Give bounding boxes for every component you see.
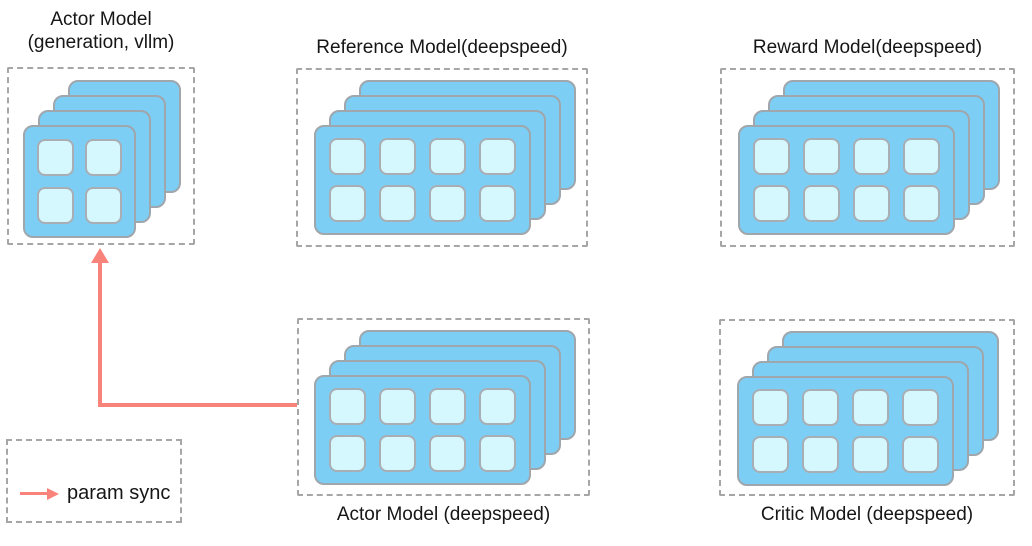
reference-model-title: Reference Model(deepspeed) bbox=[316, 37, 568, 58]
gpu-cell bbox=[753, 185, 790, 222]
gpu-cell bbox=[803, 185, 840, 222]
gpu-cell bbox=[329, 138, 366, 175]
gpu-cell bbox=[85, 139, 122, 176]
reward-gpu-stack bbox=[738, 80, 1000, 235]
gpu-cell bbox=[85, 187, 122, 224]
gpu-cell bbox=[479, 138, 516, 175]
legend-label: param sync bbox=[67, 482, 171, 504]
actor-vllm-title-line2: (generation, vllm) bbox=[27, 32, 175, 53]
actor-vllm-title: Actor Model (generation, vllm) bbox=[0, 8, 202, 54]
gpu-cell bbox=[379, 388, 416, 425]
gpu-cell bbox=[752, 436, 789, 473]
actor-deepspeed-box bbox=[297, 318, 590, 496]
actor-deepspeed-gpu-stack bbox=[314, 330, 576, 485]
gpu-cell bbox=[753, 138, 790, 175]
critic-gpu-stack bbox=[737, 331, 999, 486]
gpu-cell bbox=[479, 435, 516, 472]
gpu-cell bbox=[852, 436, 889, 473]
actor-vllm-box bbox=[7, 67, 195, 245]
gpu-cell bbox=[429, 388, 466, 425]
critic-model-box bbox=[719, 319, 1015, 496]
gpu-sheet-front bbox=[23, 125, 136, 238]
gpu-cell bbox=[429, 185, 466, 222]
gpu-cell bbox=[329, 435, 366, 472]
gpu-cell bbox=[329, 185, 366, 222]
gpu-cell bbox=[379, 435, 416, 472]
gpu-sheet-front bbox=[314, 125, 531, 235]
gpu-cell bbox=[379, 185, 416, 222]
gpu-cell bbox=[429, 435, 466, 472]
param-sync-arrow-vertical bbox=[98, 261, 102, 407]
gpu-sheet-front bbox=[314, 375, 531, 485]
gpu-cell bbox=[479, 185, 516, 222]
gpu-cell bbox=[902, 389, 939, 426]
gpu-cell bbox=[852, 389, 889, 426]
gpu-cell bbox=[752, 389, 789, 426]
param-sync-arrow-horizontal bbox=[98, 403, 297, 407]
reference-model-box bbox=[296, 68, 588, 247]
gpu-cell bbox=[379, 138, 416, 175]
gpu-cell bbox=[429, 138, 466, 175]
gpu-cell bbox=[37, 187, 74, 224]
legend-row: param sync bbox=[20, 482, 170, 505]
reward-model-box bbox=[720, 68, 1015, 247]
actor-vllm-gpu-stack bbox=[23, 80, 181, 238]
gpu-cell bbox=[902, 436, 939, 473]
gpu-cell bbox=[853, 138, 890, 175]
param-sync-arrow-icon bbox=[20, 487, 59, 500]
gpu-cell bbox=[853, 185, 890, 222]
gpu-cell bbox=[802, 436, 839, 473]
reference-gpu-stack bbox=[314, 80, 576, 235]
gpu-cell bbox=[802, 389, 839, 426]
param-sync-arrowhead-icon bbox=[91, 248, 109, 263]
gpu-sheet-front bbox=[738, 125, 955, 235]
gpu-cell bbox=[903, 138, 940, 175]
actor-deepspeed-title: Actor Model (deepspeed) bbox=[336, 504, 551, 525]
gpu-cell bbox=[479, 388, 516, 425]
gpu-cell bbox=[803, 138, 840, 175]
gpu-sheet-front bbox=[737, 376, 954, 486]
critic-model-title: Critic Model (deepspeed) bbox=[760, 504, 974, 525]
gpu-cell bbox=[37, 139, 74, 176]
legend-box: param sync bbox=[6, 439, 182, 523]
reward-model-title: Reward Model(deepspeed) bbox=[752, 37, 983, 58]
gpu-cell bbox=[329, 388, 366, 425]
actor-vllm-title-line1: Actor Model bbox=[50, 9, 152, 30]
gpu-cell bbox=[903, 185, 940, 222]
